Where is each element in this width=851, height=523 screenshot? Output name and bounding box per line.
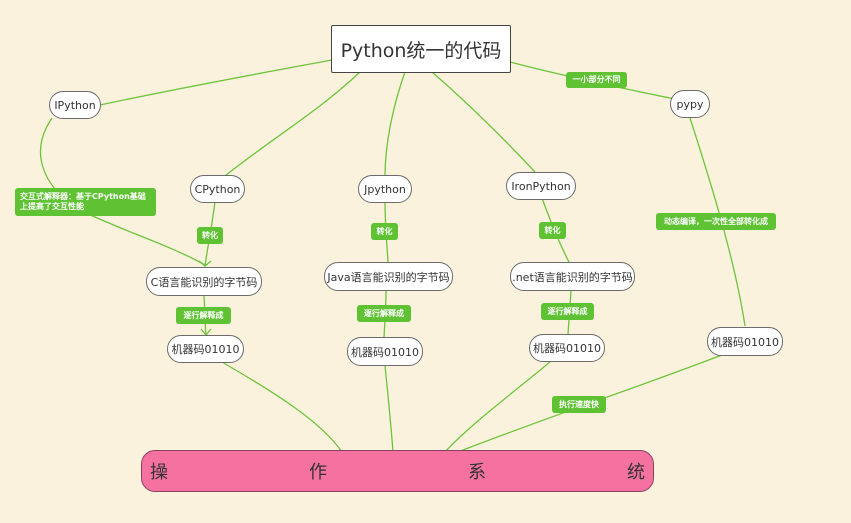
- tag-convert-c: 转化: [197, 227, 223, 244]
- node-jpython[interactable]: Jpython: [358, 175, 412, 203]
- node-machine-pypy-label: 机器码01010: [711, 335, 779, 349]
- node-ipython[interactable]: IPython: [49, 91, 101, 119]
- node-ironpython[interactable]: IronPython: [506, 172, 576, 200]
- tag-interpret-net: 逐行解释成: [541, 303, 594, 320]
- tag-ipython-note-line2: 上提高了交互性能: [20, 202, 84, 211]
- os-char-2: 作: [309, 462, 327, 483]
- tag-ipython-note: 交互式解释器：基于CPython基础 上提高了交互性能: [15, 188, 156, 216]
- node-pypy[interactable]: pypy: [670, 90, 710, 118]
- node-machine-c[interactable]: 机器码01010: [167, 335, 244, 363]
- root-label: Python统一的代码: [340, 39, 502, 62]
- tag-convert-net-text: 转化: [544, 225, 561, 235]
- root-node[interactable]: Python统一的代码: [331, 25, 511, 73]
- tag-convert-java-text: 转化: [376, 226, 393, 236]
- tag-ipython-note-line1: 交互式解释器：基于CPython基础: [20, 192, 146, 201]
- tag-interpret-c-text: 逐行解释成: [183, 310, 224, 320]
- node-ipython-label: IPython: [54, 98, 96, 112]
- edge-root-cpython: [224, 71, 361, 177]
- node-machine-java[interactable]: 机器码01010: [347, 337, 423, 366]
- os-char-1: 操: [150, 462, 168, 483]
- node-java-bytecode-label: Java语言能识别的字节码: [327, 270, 450, 284]
- node-pypy-label: pypy: [676, 97, 704, 111]
- tag-convert-net: 转化: [539, 222, 566, 239]
- tag-interpret-net-text: 逐行解释成: [547, 306, 588, 316]
- tag-convert-java: 转化: [371, 223, 398, 240]
- tag-interpret-java-text: 逐行解释成: [364, 308, 404, 318]
- tag-fast-exec-text: 执行速度快: [559, 399, 599, 409]
- node-machine-pypy[interactable]: 机器码01010: [707, 327, 783, 356]
- os-char-4: 统: [627, 462, 645, 483]
- edge-root-ironpython: [431, 71, 536, 173]
- node-machine-c-label: 机器码01010: [171, 343, 240, 356]
- os-char-3: 系: [468, 462, 486, 483]
- node-java-bytecode[interactable]: Java语言能识别的字节码: [324, 262, 453, 291]
- tag-dynamic-compile: 动态编译，一次性全部转化成: [656, 213, 776, 230]
- node-ironpython-label: IronPython: [511, 179, 571, 193]
- node-net-bytecode-label: .net语言能识别的字节码: [512, 270, 633, 284]
- tag-convert-c-text: 转化: [202, 230, 218, 240]
- node-jpython-label: Jpython: [364, 182, 406, 196]
- edge-machine-java-os: [384, 365, 394, 453]
- node-cpython-label: CPython: [194, 182, 241, 196]
- node-cpython[interactable]: CPython: [190, 175, 245, 203]
- tag-fast-exec: 执行速度快: [552, 396, 606, 413]
- node-c-bytecode-label: C语言能识别的字节码: [150, 275, 258, 289]
- os-node[interactable]: 操 作 系 统: [141, 450, 654, 492]
- node-machine-net[interactable]: 机器码01010: [529, 334, 605, 362]
- edge-root-jpython: [384, 71, 406, 177]
- tag-dynamic-compile-text: 动态编译，一次性全部转化成: [664, 216, 768, 226]
- tag-pypy-note-text: 一小部分不同: [572, 75, 621, 84]
- node-machine-java-label: 机器码01010: [351, 345, 419, 359]
- arrow-c-bytecode-top: [198, 260, 212, 267]
- tag-pypy-note: 一小部分不同: [566, 72, 627, 88]
- tag-interpret-c: 逐行解释成: [176, 307, 231, 324]
- edge-root-ipython: [99, 59, 333, 106]
- node-net-bytecode[interactable]: .net语言能识别的字节码: [510, 262, 635, 291]
- edge-machine-c-os: [221, 361, 343, 453]
- node-c-bytecode[interactable]: C语言能识别的字节码: [146, 267, 262, 296]
- edge-machine-net-os: [444, 361, 551, 453]
- tag-interpret-java: 逐行解释成: [357, 305, 411, 322]
- node-machine-net-label: 机器码01010: [533, 342, 601, 355]
